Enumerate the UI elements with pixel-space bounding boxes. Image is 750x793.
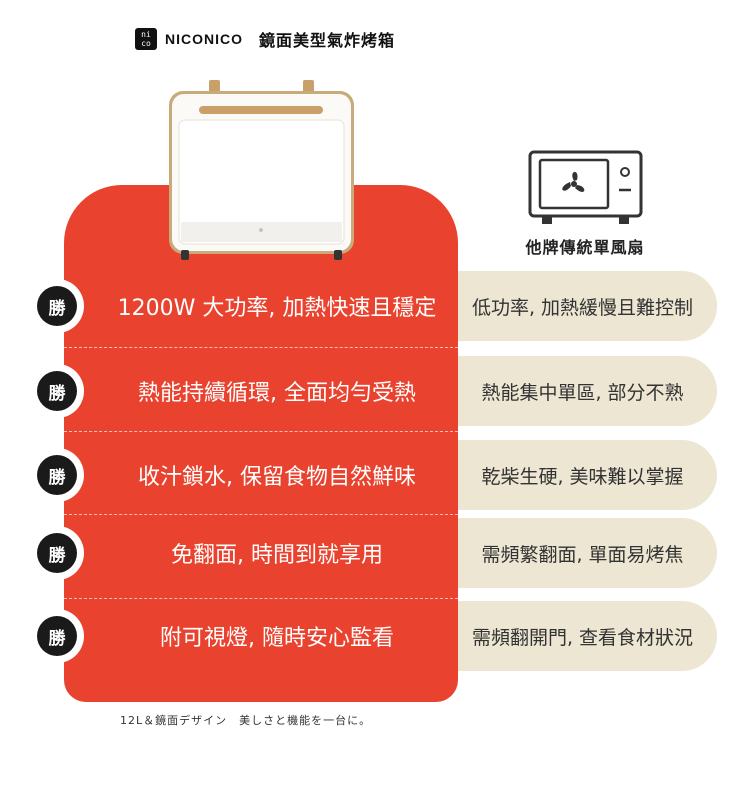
advantage-row: 勝 附可視燈, 隨時安心監看 <box>30 601 458 671</box>
header: ni co NICONICO 鏡面美型氣炸烤箱 <box>135 24 395 54</box>
compare-text-5: 需頻翻開門, 查看食材狀況 <box>471 626 694 649</box>
competitor-label: 他牌傳統單風扇 <box>525 238 645 257</box>
compare-text-2: 熱能集中單區, 部分不熟 <box>481 381 684 404</box>
advantage-text-3: 收汁鎖水, 保留食物自然鮮味 <box>138 465 416 490</box>
row-divider <box>64 514 458 515</box>
logo-bottom: co <box>141 39 151 48</box>
product-title: 鏡面美型氣炸烤箱 <box>259 31 396 50</box>
air-fryer-oven-image <box>169 80 354 260</box>
brand-logo-icon: ni co <box>135 28 157 50</box>
win-badge-label: 勝 <box>37 371 77 411</box>
win-badge-label: 勝 <box>37 455 77 495</box>
win-badge: 勝 <box>30 279 84 333</box>
win-badge: 勝 <box>30 609 84 663</box>
advantage-panel <box>64 185 458 702</box>
compare-text-1: 低功率, 加熱緩慢且難控制 <box>471 296 694 319</box>
compare-text-4: 需頻繁翻面, 單面易烤焦 <box>481 543 684 566</box>
advantage-row: 勝 熱能持續循環, 全面均勻受熱 <box>30 356 458 426</box>
advantage-row: 勝 收汁鎖水, 保留食物自然鮮味 <box>30 440 458 510</box>
win-badge: 勝 <box>30 448 84 502</box>
brand-name: NICONICO <box>165 31 243 47</box>
advantage-text-1: 1200W 大功率, 加熱快速且穩定 <box>117 296 437 321</box>
win-badge-label: 勝 <box>37 616 77 656</box>
footer-tagline: 12L＆鏡面デザイン 美しさと機能を一台に。 <box>120 714 372 727</box>
microwave-fan-icon <box>528 150 643 224</box>
advantage-text-5: 附可視燈, 隨時安心監看 <box>160 626 394 651</box>
win-badge-label: 勝 <box>37 286 77 326</box>
compare-text-3: 乾柴生硬, 美味難以掌握 <box>481 465 684 488</box>
win-badge: 勝 <box>30 364 84 418</box>
row-divider <box>64 598 458 599</box>
advantage-row: 勝 1200W 大功率, 加熱快速且穩定 <box>30 271 458 341</box>
advantage-text-2: 熱能持續循環, 全面均勻受熱 <box>138 381 416 406</box>
win-badge-label: 勝 <box>37 533 77 573</box>
logo-top: ni <box>141 30 151 39</box>
advantage-row: 勝 免翻面, 時間到就享用 <box>30 518 458 588</box>
win-badge: 勝 <box>30 526 84 580</box>
advantage-text-4: 免翻面, 時間到就享用 <box>171 543 383 568</box>
row-divider <box>64 347 458 348</box>
row-divider <box>64 431 458 432</box>
